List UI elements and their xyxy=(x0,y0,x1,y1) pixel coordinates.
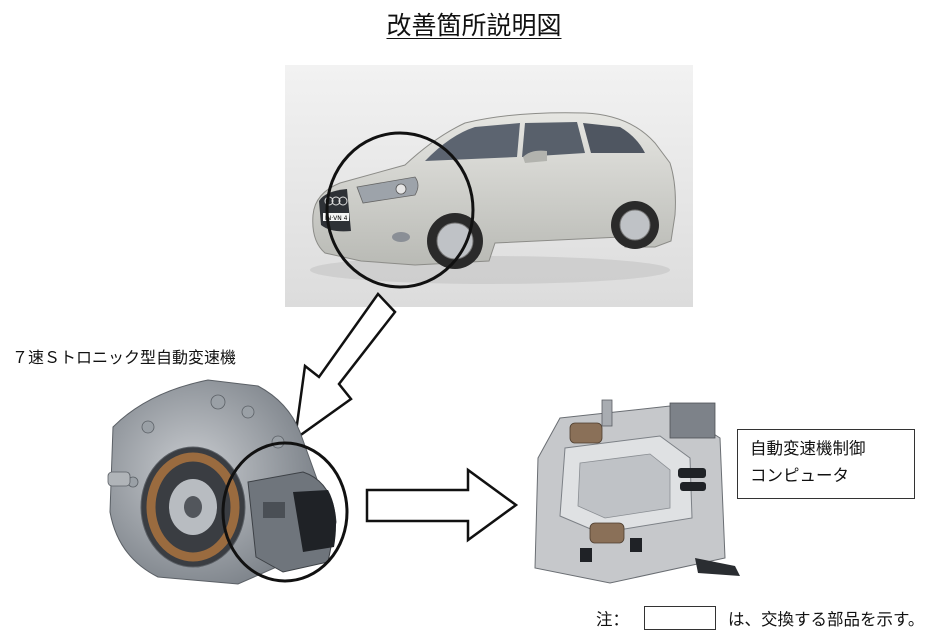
page-title-text: 改善箇所説明図 xyxy=(386,11,562,40)
computer-photo xyxy=(534,399,740,584)
down-left-arrow xyxy=(293,292,397,442)
computer-label-line1: 自動変速機制御 xyxy=(750,439,866,458)
car-photo: IN·VN 4 xyxy=(285,65,693,307)
computer-label-box: 自動変速機制御 コンピュータ xyxy=(737,429,915,499)
note-legend-box xyxy=(644,606,716,630)
computer-label-line2: コンピュータ xyxy=(750,466,849,485)
note-prefix: 注： xyxy=(596,610,629,629)
transmission-label: ７速Ｓトロニック型自動変速機 xyxy=(12,348,237,367)
note-text: は、交換する部品を示す。 xyxy=(728,610,925,629)
car-plate-text: IN·VN 4 xyxy=(325,215,348,222)
right-arrow xyxy=(365,467,519,543)
page-title: 改善箇所説明図 xyxy=(0,6,948,42)
transmission-photo xyxy=(107,379,349,585)
